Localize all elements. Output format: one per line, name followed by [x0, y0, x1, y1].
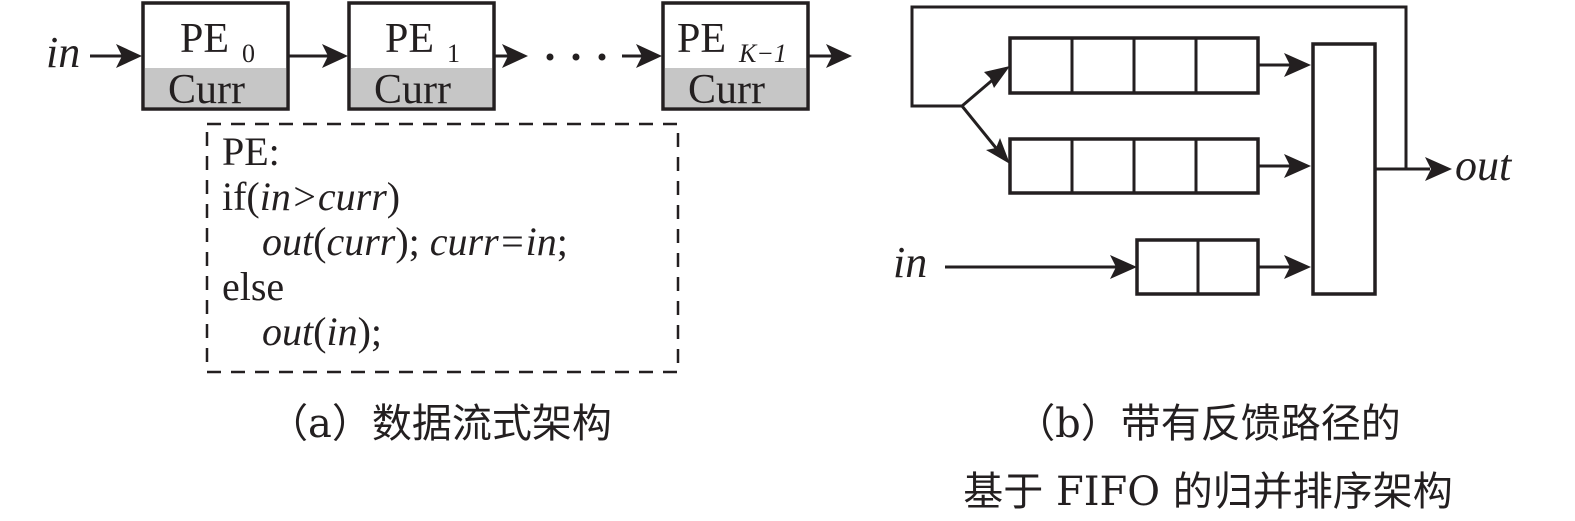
pseudocode: PE: if(in>curr) out(curr); curr=in; else… [222, 129, 568, 354]
pe-name: PE [677, 16, 726, 62]
input-label-b: in [893, 238, 927, 287]
branch-to-fifo-top [961, 75, 997, 108]
fifo-middle [1008, 137, 1260, 195]
pseudocode-line-3: else [222, 264, 284, 309]
caption-b-line-2: 基于 FIFO 的归并排序架构 [963, 469, 1453, 515]
arrowhead-icon [1425, 157, 1452, 181]
arrowhead-icon [116, 44, 142, 68]
caption-b-line-1: （b）带有反馈路径的 [1015, 401, 1401, 447]
arrowhead-icon [826, 44, 852, 68]
arrowhead-icon [322, 44, 348, 68]
pe-cell-0: PE 0 Curr [141, 1, 290, 113]
pe-subscript: 0 [242, 39, 255, 68]
pseudocode-line-2: out(curr); curr=in; [262, 219, 568, 264]
arrowhead-icon [1284, 53, 1311, 77]
arrowhead-icon [986, 138, 1010, 164]
fifo-top [1008, 36, 1260, 95]
arrowhead-icon [502, 44, 528, 68]
pe-subscript: 1 [447, 39, 460, 68]
merge-unit [1311, 42, 1377, 296]
panel-b-fifo-merge-sort: in out （b）带有反馈路径的 基于 FIFO 的归并排序架构 [893, 5, 1513, 515]
arrowhead-icon [984, 66, 1010, 88]
pe-name: PE [180, 16, 229, 62]
pe-subscript: K−1 [738, 39, 787, 68]
pe-name: PE [385, 16, 434, 62]
pe-register: Curr [374, 67, 451, 113]
feedback-path [910, 5, 1408, 168]
panel-a-dataflow: in PE 0 Curr PE 1 Curr [46, 1, 852, 447]
arrowhead-icon [636, 44, 662, 68]
pseudocode-line-4: out(in); [262, 309, 382, 354]
input-label-a: in [46, 28, 80, 77]
pe-register: Curr [688, 67, 765, 113]
branch-to-fifo-middle [960, 105, 998, 149]
arrowhead-icon [1284, 255, 1311, 279]
caption-a: （a）数据流式架构 [268, 401, 612, 447]
ellipsis [546, 53, 606, 61]
arrowhead-icon [1110, 255, 1137, 279]
fifo-input [1135, 238, 1260, 296]
pe-cell-k-1: PE K−1 Curr [661, 1, 810, 113]
output-label: out [1455, 141, 1513, 190]
pe-cell-1: PE 1 Curr [347, 1, 496, 113]
arrowhead-icon [1284, 154, 1311, 178]
pseudocode-line-1: if(in>curr) [222, 174, 400, 219]
pe-register: Curr [168, 67, 245, 113]
pseudocode-title: PE: [222, 129, 280, 174]
